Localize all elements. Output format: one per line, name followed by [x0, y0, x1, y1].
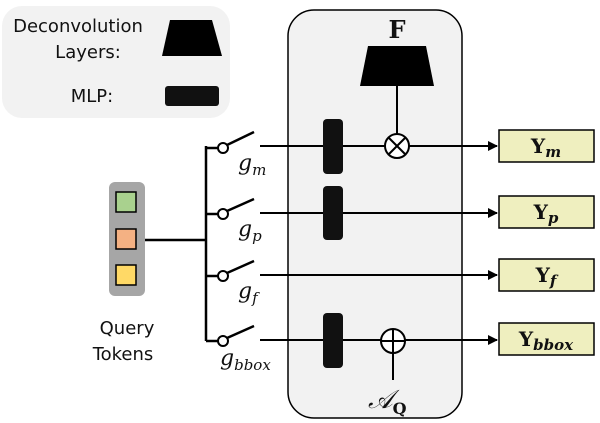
legend-deconv-label-2: Layers:	[55, 42, 121, 63]
query-token-green	[115, 191, 137, 213]
gate-label-p: gp	[238, 217, 262, 245]
output-bbox: Ybbox	[498, 322, 595, 356]
branch-mask: gm	[206, 119, 498, 179]
gate-switch-pivot	[217, 335, 229, 347]
gate-label-bbox: gbbox	[220, 346, 271, 374]
legend-deconv-label-1: Deconvolution	[13, 16, 143, 37]
mlp-block	[323, 119, 343, 174]
gate-label-m: gm	[238, 151, 266, 179]
output-label-p: Yp	[533, 200, 559, 227]
branch-part: gp	[206, 186, 498, 245]
output-label-f: Yf	[535, 263, 559, 290]
branch-feature: gf	[206, 259, 498, 307]
mlp-legend-icon	[165, 86, 219, 106]
legend: Deconvolution Layers: MLP:	[2, 6, 230, 118]
output-label-bbox: Ybbox	[518, 327, 574, 354]
output-box	[498, 129, 595, 163]
gate-switch-pivot	[217, 270, 229, 282]
output-f: Yf	[498, 258, 595, 292]
deconv-legend-icon	[162, 20, 222, 56]
feature-label: F	[388, 15, 405, 44]
gate-switch-pivot	[217, 208, 229, 220]
output-box	[498, 258, 595, 292]
deconv-layer-icon	[360, 46, 434, 86]
gate-switch-lever	[226, 259, 255, 275]
query-tokens-label-2: Tokens	[92, 344, 154, 365]
gate-switch-lever	[226, 130, 255, 147]
query-tokens: Query Tokens	[92, 182, 155, 365]
query-tokens-label-1: Query	[100, 318, 155, 339]
output-box	[498, 195, 595, 229]
output-box	[498, 322, 595, 356]
legend-mlp-label: MLP:	[71, 86, 113, 107]
output-label-m: Ym	[530, 134, 561, 161]
output-p: Yp	[498, 195, 595, 229]
query-token-yellow	[115, 264, 137, 286]
mlp-block	[323, 313, 343, 368]
query-token-orange	[115, 228, 137, 250]
output-m: Ym	[498, 129, 595, 163]
mlp-block	[323, 186, 343, 240]
gate-switch-lever	[226, 324, 255, 340]
gate-label-f: gf	[238, 279, 260, 307]
gate-switch-pivot	[217, 142, 229, 154]
gate-switch-lever	[226, 197, 255, 213]
